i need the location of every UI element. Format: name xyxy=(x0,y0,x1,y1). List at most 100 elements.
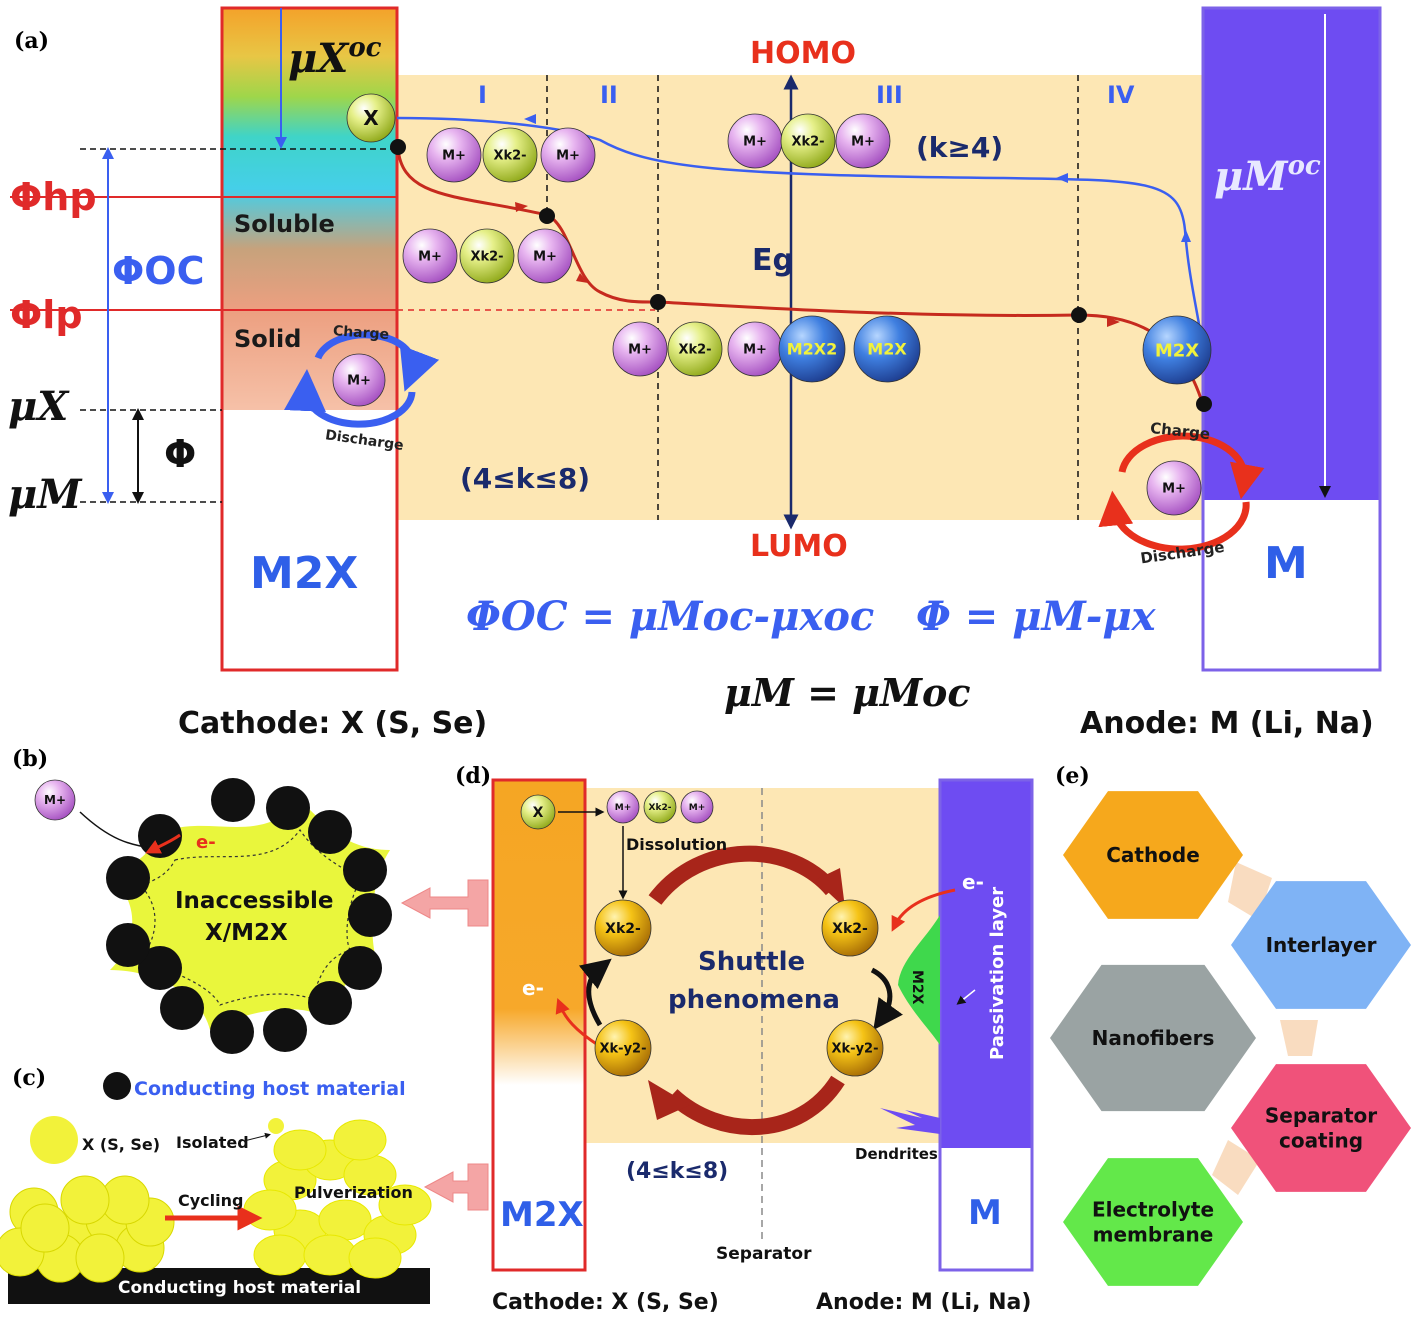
panel-b: (b) Inaccessible X/M2X e- M+ xyxy=(12,746,392,1054)
connector-to-b xyxy=(400,879,489,927)
x-particle-10 xyxy=(60,1175,110,1225)
host-particle-12 xyxy=(106,856,150,900)
strategy-hexagon-0 xyxy=(1063,791,1243,919)
anode-m2x-sphere-label: M2X xyxy=(1155,340,1199,361)
lumo-label: LUMO xyxy=(750,529,848,564)
species-sphere-4: Xk2- xyxy=(459,228,515,284)
phenomena-label: phenomena xyxy=(668,985,840,1015)
host-particle-7 xyxy=(263,1008,307,1052)
pulverized-fragment-10 xyxy=(333,1119,387,1161)
anode-electron-label: e- xyxy=(962,870,984,894)
species-sphere-5-label: M+ xyxy=(533,250,557,265)
d-xky-cathode-ball xyxy=(594,1019,652,1077)
species-sphere-0: M+ xyxy=(426,127,482,183)
phi-oc-label: ΦOC xyxy=(112,249,205,293)
equation-phi: Φ = μM-μx xyxy=(916,593,1157,640)
x-sphere: X xyxy=(346,93,396,143)
species-sphere-7-label: Xk2- xyxy=(791,135,824,150)
connector-to-c xyxy=(423,1163,489,1211)
node-2 xyxy=(539,208,555,224)
d-xk-anode: Xk2- xyxy=(821,899,879,957)
species-sphere-9-label: M+ xyxy=(628,343,652,358)
cathode-m-sphere-ball xyxy=(332,353,386,407)
b-m-sphere-label: M+ xyxy=(44,793,66,807)
anode-m-sphere: M+ xyxy=(1146,460,1202,516)
host-particle-11 xyxy=(106,923,150,967)
pulverized-fragment-6 xyxy=(253,1234,307,1276)
pulverized-fragment-7 xyxy=(303,1234,357,1276)
d-m-sphere-1-ball xyxy=(606,790,640,824)
d-xky-cathode-label: Xk-y2- xyxy=(600,1042,647,1057)
strategy-hexagon-1 xyxy=(1231,881,1411,1009)
cathode-box-label: M2X xyxy=(250,548,358,599)
node-5 xyxy=(1196,396,1212,412)
cathode-electron-arrow xyxy=(555,998,599,1047)
anode-cycle-arrow xyxy=(870,967,903,1031)
strategy-1: Interlayer xyxy=(1231,881,1411,1009)
connector-interlayer-separator xyxy=(1280,1020,1318,1056)
d-xky-anode-ball xyxy=(826,1019,884,1077)
pulverized-fragment-12 xyxy=(243,1189,297,1231)
region-1: I xyxy=(478,81,487,109)
anode-charge-arrow xyxy=(1118,432,1265,500)
species-sphere-3-label: M+ xyxy=(418,250,442,265)
passivation-pointer xyxy=(956,989,976,1005)
shuttle-arc-bottom xyxy=(666,1075,845,1136)
panel-a-label: (a) xyxy=(14,28,49,54)
host-particle-4 xyxy=(348,893,392,937)
d-xk-cathode-ball xyxy=(594,899,652,957)
panel-a: (a) μXoc Φhp ΦOC Φlp μX Φ μM Soluble Sol… xyxy=(8,6,1382,741)
k-ge4-label: (k≥4) xyxy=(916,131,1003,164)
dissolution-label: Dissolution xyxy=(626,835,727,854)
anode-fill xyxy=(1203,8,1380,500)
anode-discharge-arrow xyxy=(1098,490,1250,553)
region-4: IV xyxy=(1107,81,1135,109)
cathode-m-sphere-label: M+ xyxy=(347,374,371,389)
connector-separator-membrane xyxy=(1212,1140,1260,1195)
inaccessible-label: Inaccessible xyxy=(175,888,334,914)
species-sphere-1-label: Xk2- xyxy=(493,149,526,164)
d-cathode-box xyxy=(491,778,587,1272)
shuttle-arc-bottom-head xyxy=(648,1080,690,1120)
strategy-hexagon-3 xyxy=(1231,1064,1411,1192)
species-sphere-10-label: Xk2- xyxy=(678,343,711,358)
node-3 xyxy=(650,294,666,310)
m2x-sphere-label: M2X xyxy=(867,340,907,359)
cathode-m-sphere: M+ xyxy=(332,353,386,407)
d-xk-sphere-small-ball xyxy=(643,790,677,824)
anode-caption: Anode: M (Li, Na) xyxy=(1080,706,1374,741)
d-xk-anode-ball xyxy=(821,899,879,957)
separator-label: Separator xyxy=(716,1244,812,1264)
host-particle-8 xyxy=(210,1010,254,1054)
legend-host-dot xyxy=(103,1072,131,1100)
species-sphere-8-ball xyxy=(835,113,891,169)
shuttle-arc-top xyxy=(648,845,839,905)
cathode-cycle-arrow xyxy=(578,958,612,1027)
d-anode-caption: Anode: M (Li, Na) xyxy=(816,1290,1031,1315)
host-particle-0 xyxy=(211,778,255,822)
species-sphere-2: M+ xyxy=(540,127,596,183)
panel-b-label: (b) xyxy=(12,746,48,772)
x-particle-8 xyxy=(20,1203,70,1253)
host-substrate-label: Conducting host material xyxy=(118,1278,361,1298)
d-cathode-fill xyxy=(493,780,585,1085)
mu-m-label: μM xyxy=(8,471,83,518)
mu-x-label: μX xyxy=(8,383,70,430)
equation-mu-m: μM = μMoc xyxy=(724,670,971,715)
region-2: II xyxy=(600,81,618,109)
host-particle-5 xyxy=(338,946,382,990)
cycling-label: Cycling xyxy=(178,1191,243,1210)
m2x-sphere: M2X xyxy=(853,315,921,383)
soluble-label: Soluble xyxy=(234,210,335,238)
species-sphere-8-label: M+ xyxy=(851,135,875,150)
d-m-sphere-1-label: M+ xyxy=(615,803,632,813)
species-sphere-6: M+ xyxy=(727,113,783,169)
panel-c-label: (c) xyxy=(12,1065,46,1091)
d-xky-anode-label: Xk-y2- xyxy=(832,1042,879,1057)
d-xky-cathode: Xk-y2- xyxy=(594,1019,652,1077)
species-sphere-4-label: Xk2- xyxy=(470,250,503,265)
d-cathode-caption: Cathode: X (S, Se) xyxy=(492,1290,719,1315)
